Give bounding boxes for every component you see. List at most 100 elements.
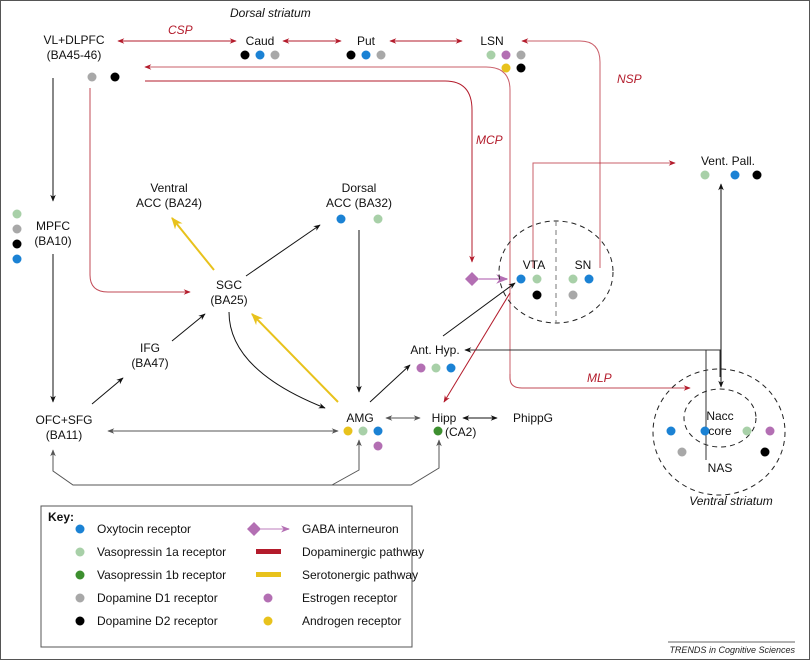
key-v1b-swatch [75,570,85,580]
mcp-vldlpfc-to-gaba [145,80,475,263]
put-oxytocin-receptor-dot [361,50,371,60]
vta-v1a-receptor-dot [532,274,542,284]
phippg-label: PhippG [513,411,553,425]
key-androgen-swatch [263,616,273,626]
sgc-to-amg-arrow [228,311,326,409]
dorsal-striatum-title: Dorsal striatum [230,6,311,20]
sgc-ba: (BA25) [210,293,247,307]
ofc-ba: (BA11) [46,428,82,442]
vta-d2-receptor-dot [532,290,542,300]
nas-estrogen-receptor-dot [765,426,775,436]
vldlpfc-ba: (BA45-46) [47,48,102,62]
ifg-ba: (BA47) [131,356,168,370]
key-estrogen-label: Estrogen receptor [302,591,397,605]
nas-oxytocin-receptor-dot [700,426,710,436]
sn-d1-receptor-dot [568,290,578,300]
key-serotonergic-label: Serotonergic pathway [302,568,418,582]
vacc-label: Ventral [150,181,187,195]
ventpall-oxytocin-receptor-dot [730,170,740,180]
amg-label: AMG [346,411,373,425]
nsp-label: NSP [617,72,642,86]
ventpall-d2-receptor-dot [752,170,762,180]
receptor-dots [12,50,775,457]
amg-estrogen-receptor-dot [373,441,383,451]
vldlpfc-d1-receptor-dot [87,72,97,82]
ventpall-v1a-receptor-dot [700,170,710,180]
put-label: Put [357,34,376,48]
dacc-label: Dorsal [342,181,377,195]
vta-sn-outline [498,220,614,324]
mpfc-ba: (BA10) [34,234,71,248]
dacc-oxytocin-receptor-dot [336,214,346,224]
nas-d1-receptor-dot [677,447,687,457]
mlp-vta-to-nas [509,374,691,391]
gaba-diamond-icon [465,272,479,286]
amg-oxytocin-receptor-dot [373,426,383,436]
mpfc-d2-receptor-dot [12,239,22,249]
amg-androgen-receptor-dot [343,426,353,436]
amg-v1a-receptor-dot [358,426,368,436]
key-estrogen-swatch [263,593,273,603]
vta-to-hipp-arrow [443,292,511,403]
put-d2-receptor-dot [346,50,356,60]
mpfc-d1-receptor-dot [12,224,22,234]
dacc-v1a-receptor-dot [373,214,383,224]
ofc-to-ifg-arrow [91,377,124,405]
hipp-label: Hipp [432,411,457,425]
labels: Dorsal striatum CSP NSP MCP MLP VL+DLPFC… [34,6,772,508]
ifg-label: IFG [140,341,160,355]
caud-d2-receptor-dot [240,50,250,60]
bottom-loop-to-ofc [50,449,332,486]
mpfc-oxytocin-receptor-dot [12,254,22,264]
key-v1a-swatch [75,547,85,557]
mcp-label: MCP [476,133,503,147]
ventral-striatum-title: Ventral striatum [689,494,773,508]
key-dopaminergic-swatch [256,549,281,554]
ofc-label: OFC+SFG [35,413,92,427]
csp-label: CSP [168,23,193,37]
mlp-to-sgc [89,88,191,295]
dacc-ba: ACC (BA32) [326,196,392,210]
key-title: Key: [48,510,74,524]
anthyp-label: Ant. Hyp. [410,343,459,357]
nacc-core-outline [683,388,757,448]
lsn-label: LSN [480,34,503,48]
caud-d1-receptor-dot [270,50,280,60]
mpfc-label: MPFC [36,219,70,233]
serotonergic-pathways [171,217,339,403]
credit-text: TRENDS in Cognitive Sciences [669,645,795,655]
mlp-label: MLP [587,371,612,385]
vta-oxytocin-receptor-dot [516,274,526,284]
mpfc-v1a-receptor-dot [12,209,22,219]
nas-d2-receptor-dot [760,447,770,457]
amg-to-anthyp-arrow [369,364,411,403]
key-oxytocin-label: Oxytocin receptor [97,522,191,536]
lsn-androgen-receptor-dot [501,63,511,73]
ventpall-label: Vent. Pall. [701,154,755,168]
amg-to-sgc-arrow [251,313,339,403]
bottom-loop-to-hipp [332,439,442,486]
sn-label: SN [575,258,592,272]
ventral-striatum-outer [652,368,786,496]
key-d1-label: Dopamine D1 receptor [97,591,218,605]
black-pathways [50,78,724,460]
ca2-label: (CA2) [445,425,476,439]
anthyp-to-nacc-arrow [700,349,721,377]
vta-to-ventpall [532,160,676,268]
key-serotonergic-swatch [256,572,281,577]
nas-oxytocin-receptor-dot [666,426,676,436]
key-d2-swatch [75,616,85,626]
lsn-d2-receptor-dot [516,63,526,73]
sgc-to-dacc-arrow [245,224,321,277]
vta-label: VTA [523,258,545,272]
key-d2-label: Dopamine D2 receptor [97,614,218,628]
anthyp-v1a-receptor-dot [431,363,441,373]
vldlpfc-d2-receptor-dot [110,72,120,82]
key-v1b-label: Vasopressin 1b receptor [97,568,226,582]
nacc-core-label: core [708,424,732,438]
